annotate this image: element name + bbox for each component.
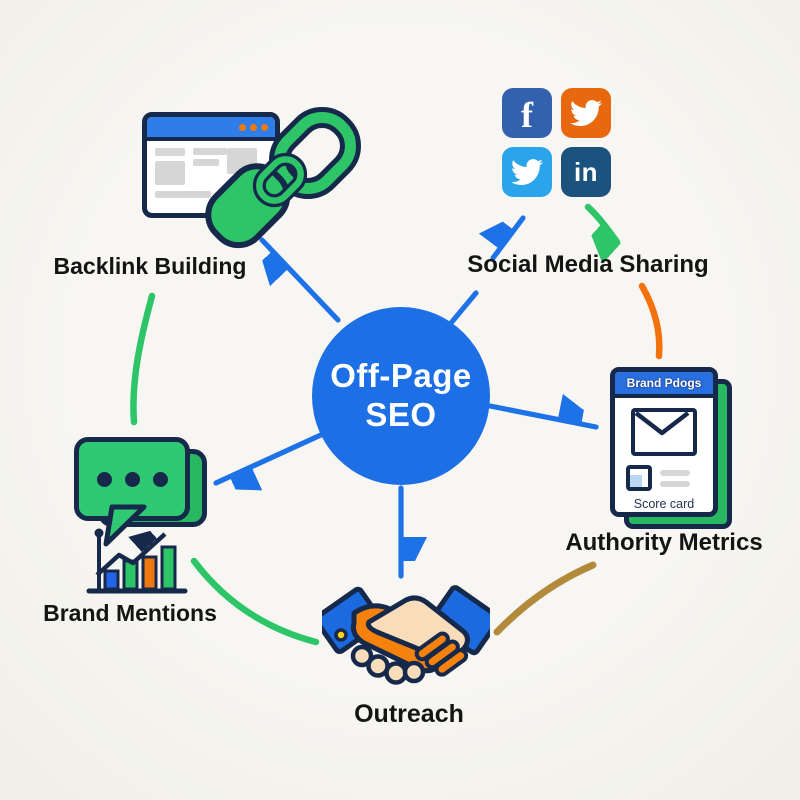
center-node-offpage-seo: Off-Page SEO — [312, 307, 490, 485]
bubble-dot — [96, 471, 112, 487]
browser-dot — [250, 123, 257, 131]
social-tiles: f in — [502, 88, 611, 197]
bubble-dot — [152, 471, 168, 487]
label-authority-metrics: Authority Metrics — [565, 529, 763, 556]
arc-social-to-authority — [638, 282, 663, 360]
arc-brand-to-outreach — [190, 557, 320, 646]
score-card-caption: Score card — [633, 497, 695, 511]
bar-chart-icon — [86, 523, 188, 594]
center-label-line1: Off-Page — [330, 357, 472, 395]
score-card-row — [626, 465, 713, 491]
label-outreach: Outreach — [354, 700, 464, 728]
facebook-icon: f — [502, 88, 552, 138]
browser-content — [147, 141, 275, 213]
score-card-front: Brand Pdogs Score card — [610, 367, 718, 517]
arc-authority-to-social — [588, 203, 617, 242]
score-card-icon: Brand Pdogs Score card — [610, 367, 732, 529]
twitter-orange-icon — [561, 88, 611, 138]
arrow-to-social — [493, 218, 526, 261]
browser-titlebar — [147, 117, 275, 141]
arrow-to-brand-mentions — [213, 431, 326, 483]
label-backlink-building: Backlink Building — [53, 253, 247, 279]
linkedin-glyph: in — [573, 156, 599, 187]
arc-backlink-to-brand — [130, 292, 156, 426]
score-card-header: Brand Pdogs — [615, 372, 713, 398]
twitter-blue-icon — [502, 147, 552, 197]
arc-outreach-to-authority — [493, 561, 597, 636]
label-social-media-sharing: Social Media Sharing — [467, 251, 709, 278]
chain-link-icon — [205, 107, 361, 249]
linkedin-icon: in — [561, 147, 611, 197]
center-label-line2: SEO — [365, 396, 437, 433]
checkbox-icon — [626, 465, 652, 491]
handshake-icon — [322, 585, 490, 685]
facebook-glyph: f — [521, 95, 533, 135]
bubble-dot — [124, 471, 140, 487]
arrow-to-social-stub — [448, 290, 479, 326]
arrow-to-backlink — [262, 237, 341, 323]
browser-dot — [261, 123, 268, 131]
envelope-icon — [631, 408, 697, 456]
browser-dot — [239, 123, 246, 131]
label-brand-mentions: Brand Mentions — [43, 600, 217, 626]
speech-bubble-tail — [103, 504, 147, 547]
arrow-to-authority — [487, 406, 599, 430]
